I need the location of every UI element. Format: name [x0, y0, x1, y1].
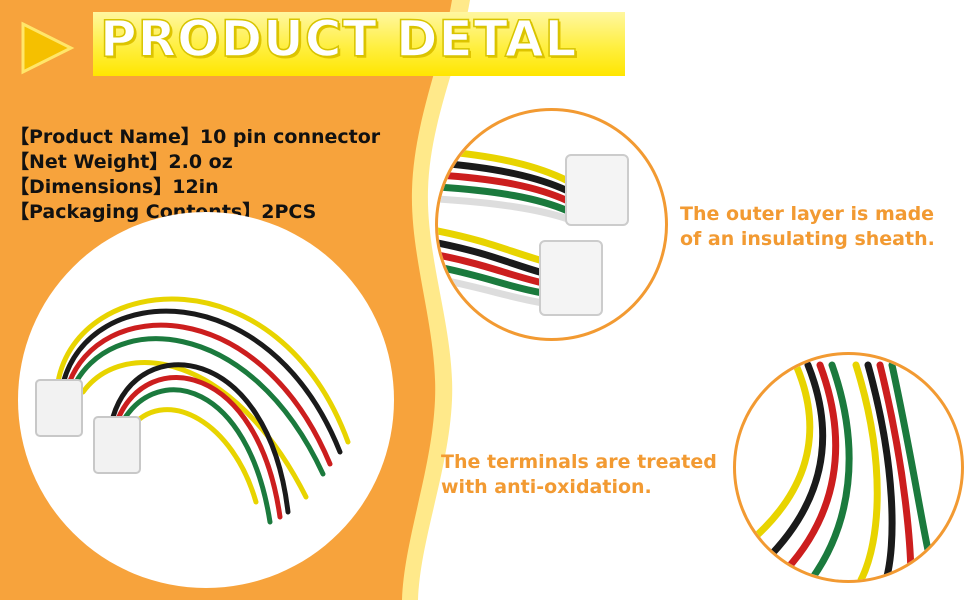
terminals-closeup-illustration — [742, 361, 940, 580]
callout-sheath: The outer layer is made of an insulating… — [680, 202, 935, 252]
spec-value: 2.0 oz — [168, 151, 233, 173]
spec-row-product-name: 【Product Name】10 pin connector — [10, 125, 380, 150]
zoom-photo-sheath — [435, 108, 668, 341]
spec-label: 【Dimensions】 — [10, 176, 173, 198]
spec-label: 【Net Weight】 — [10, 151, 169, 173]
spec-value: 10 pin connector — [199, 126, 381, 148]
wire-harness-illustration — [35, 296, 351, 525]
spec-list: 【Product Name】10 pin connector 【Net Weig… — [10, 125, 380, 225]
title-banner — [93, 12, 625, 76]
callout-line: The outer layer is made — [680, 203, 935, 225]
sheath-closeup-illustration — [438, 147, 629, 316]
zoom-photo-terminals — [733, 352, 964, 583]
product-photo-main — [18, 212, 394, 588]
spec-value: 12in — [172, 176, 219, 198]
play-triangle-icon — [21, 21, 75, 75]
spec-label: 【Product Name】 — [10, 126, 200, 148]
callout-terminals: The terminals are treated with anti-oxid… — [441, 450, 717, 500]
page-title: PRODUCT DETAL — [99, 9, 578, 69]
spec-row-dimensions: 【Dimensions】12in — [10, 175, 380, 200]
callout-line: The terminals are treated — [441, 451, 717, 473]
callout-line: with anti-oxidation. — [441, 476, 652, 498]
callout-line: of an insulating sheath. — [680, 228, 935, 250]
spec-row-net-weight: 【Net Weight】2.0 oz — [10, 150, 380, 175]
spec-value: 2PCS — [261, 201, 317, 223]
